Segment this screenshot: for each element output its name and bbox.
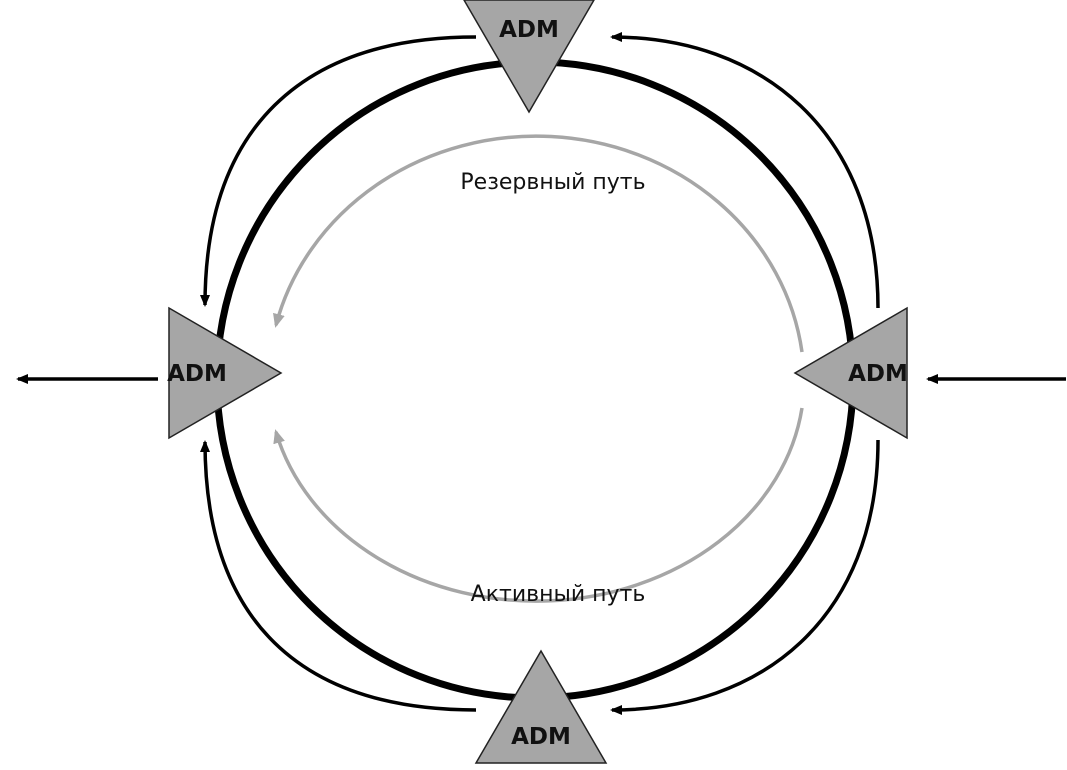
adm-node-right[interactable]: ADM <box>793 306 908 440</box>
adm-triangle-left <box>168 306 283 440</box>
adm-node-top[interactable]: ADM <box>463 0 595 114</box>
adm-triangle-bottom <box>474 649 608 764</box>
adm-label-left: ADM <box>167 361 227 387</box>
adm-label-top: ADM <box>499 17 559 43</box>
adm-triangle-right <box>793 306 908 440</box>
adm-triangle-top <box>463 0 595 114</box>
adm-label-bottom: ADM <box>511 724 571 750</box>
backup-path-arc <box>273 134 804 353</box>
active-path-label: Активный путь <box>471 582 646 607</box>
adm-node-bottom[interactable]: ADM <box>474 649 608 764</box>
adm-node-left[interactable]: ADM <box>167 306 283 440</box>
active-path-arc <box>273 407 804 603</box>
outer-arc-bottom-right <box>610 439 880 715</box>
adm-label-right: ADM <box>848 361 908 387</box>
backup-path-label: Резервный путь <box>460 170 645 195</box>
outer-arc-bottom-left <box>200 440 477 712</box>
outer-arc-top-left <box>200 35 477 307</box>
outer-arc-top-right <box>610 32 880 309</box>
